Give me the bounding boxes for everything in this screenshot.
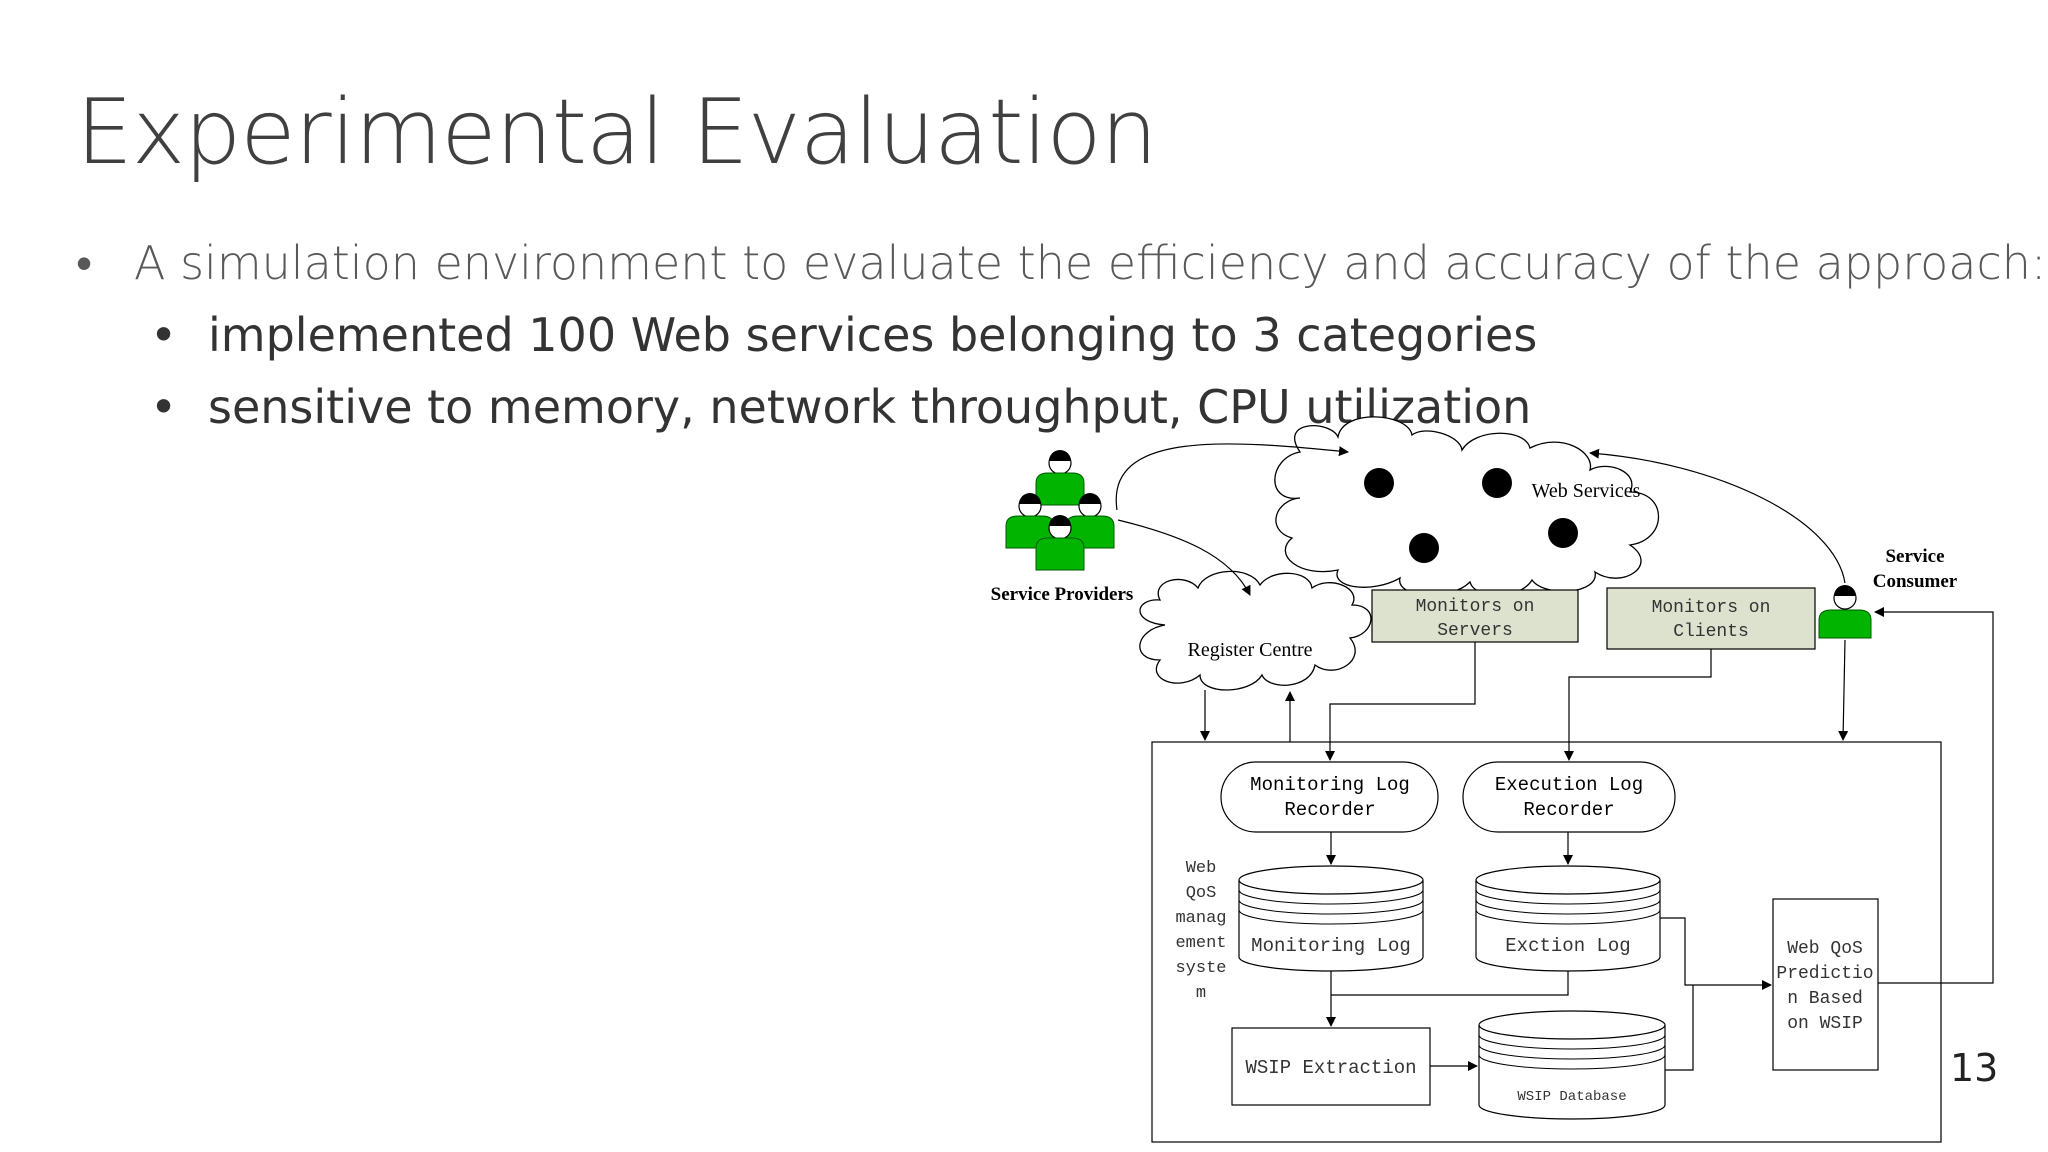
svg-text:Web QoS: Web QoS <box>1787 939 1863 959</box>
register-centre-cloud: Register Centre <box>1139 570 1372 691</box>
service-providers-icon <box>1005 450 1115 571</box>
sub-bullet-1: • implemented 100 Web services belonging … <box>150 308 1537 362</box>
bullet-text: implemented 100 Web services belonging t… <box>208 308 1538 362</box>
bullet-marker: • <box>150 308 178 362</box>
monitors-clients-line1: Monitors on <box>1652 598 1771 618</box>
system-boundary <box>1151 741 1942 1143</box>
service-consumer-label-1: Service <box>1885 546 1944 567</box>
sub-bullet-2: • sensitive to memory, network throughput… <box>150 380 1531 434</box>
bullet-text: sensitive to memory, network throughput,… <box>208 380 1532 434</box>
svg-text:Execution Log: Execution Log <box>1495 774 1643 796</box>
svg-text:manag: manag <box>1175 909 1226 928</box>
svg-text:m: m <box>1196 984 1206 1003</box>
execution-log-recorder: Execution Log Recorder <box>1462 761 1676 833</box>
svg-text:Monitoring Log: Monitoring Log <box>1250 774 1410 796</box>
register-centre-label: Register Centre <box>1188 639 1313 661</box>
page-number: 13 <box>1950 1046 1999 1090</box>
svg-text:ement: ement <box>1175 934 1226 953</box>
monitors-clients-line2: Clients <box>1673 622 1749 642</box>
service-consumer-label-2: Consumer <box>1873 571 1958 592</box>
connectors <box>1115 443 1994 1071</box>
bullet-text: A simulation environment to evaluate the… <box>134 236 2047 290</box>
execution-log-database: Exction Log <box>1475 865 1661 972</box>
svg-text:WSIP Database: WSIP Database <box>1517 1089 1626 1105</box>
bullet-main: • A simulation environment to evaluate th… <box>76 236 2046 290</box>
service-providers-label: Service Providers <box>991 584 1134 605</box>
service-consumer-icon <box>1818 585 1872 639</box>
web-services-cloud: Web Services <box>1274 416 1660 596</box>
svg-text:Recorder: Recorder <box>1284 799 1375 821</box>
monitors-on-clients-box: Monitors on Clients <box>1606 587 1816 650</box>
monitoring-log-database: Monitoring Log <box>1238 865 1424 972</box>
svg-text:Predictio: Predictio <box>1776 964 1873 984</box>
wsip-extraction-box: WSIP Extraction <box>1231 1027 1431 1106</box>
svg-text:on WSIP: on WSIP <box>1787 1014 1863 1034</box>
monitors-on-servers-box: Monitors on Servers <box>1371 589 1579 643</box>
wsip-database: WSIP Database <box>1478 1010 1666 1120</box>
svg-text:Monitoring Log: Monitoring Log <box>1251 935 1411 957</box>
monitoring-log-recorder: Monitoring Log Recorder <box>1220 761 1439 833</box>
slide-title: Experimental Evaluation <box>76 80 1158 185</box>
service-node <box>1482 468 1512 498</box>
svg-text:syste: syste <box>1175 959 1226 978</box>
svg-text:WSIP Extraction: WSIP Extraction <box>1245 1057 1416 1079</box>
qos-prediction-box: Web QoS Predictio n Based on WSIP <box>1772 898 1879 1071</box>
web-services-label: Web Services <box>1532 480 1641 502</box>
monitors-servers-line2: Servers <box>1437 621 1513 641</box>
service-node <box>1548 518 1578 548</box>
system-label: Web QoS manag ement syste m <box>1175 859 1226 1003</box>
bullet-marker: • <box>76 236 93 290</box>
service-node <box>1364 468 1394 498</box>
service-node <box>1409 533 1439 563</box>
svg-text:Web: Web <box>1186 859 1217 878</box>
svg-text:Recorder: Recorder <box>1523 799 1614 821</box>
bullet-marker: • <box>150 380 178 434</box>
monitors-servers-line1: Monitors on <box>1416 597 1535 617</box>
svg-text:n Based: n Based <box>1787 989 1863 1009</box>
svg-text:QoS: QoS <box>1186 884 1217 903</box>
svg-text:Exction Log: Exction Log <box>1505 935 1630 957</box>
